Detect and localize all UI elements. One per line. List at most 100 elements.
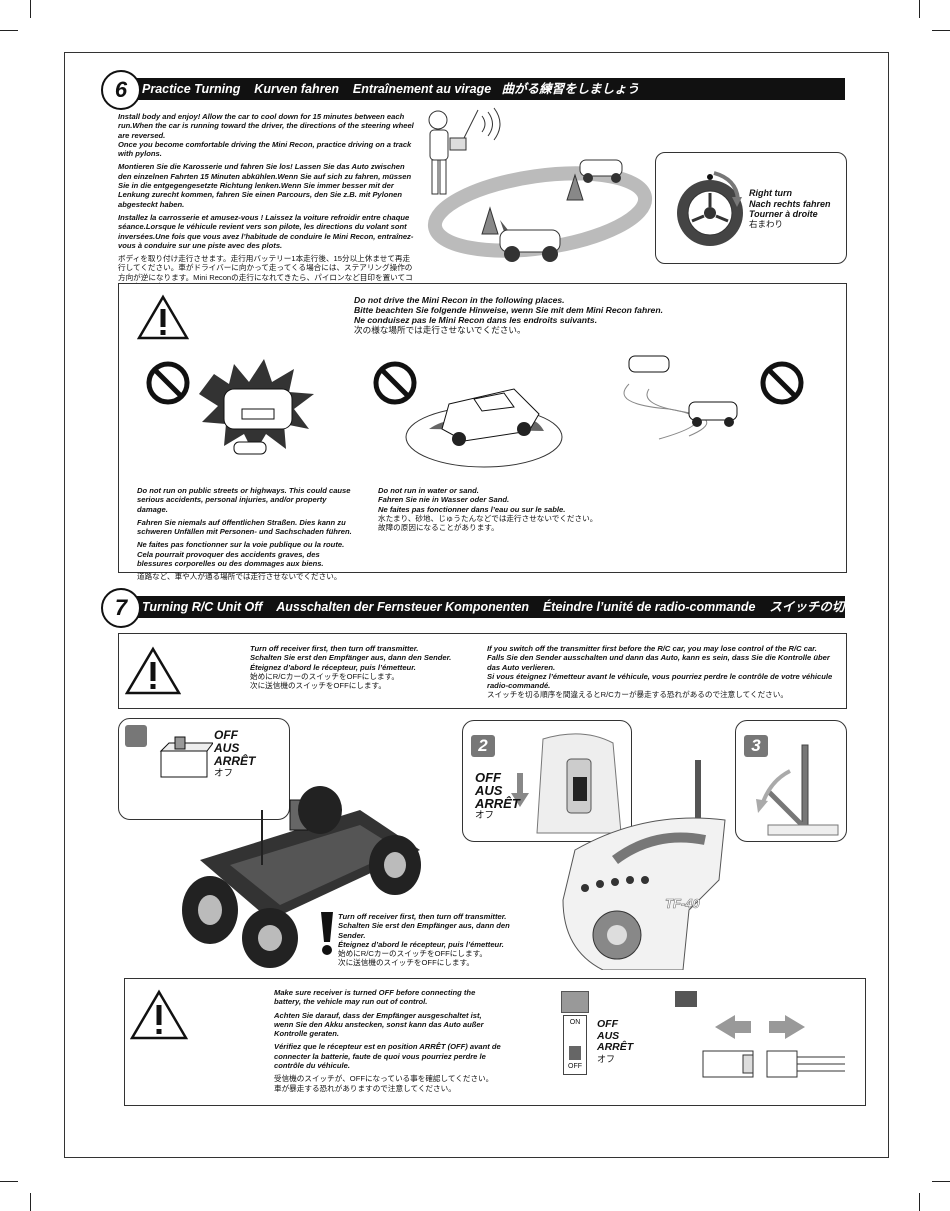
warning-triangle-icon (130, 989, 188, 1040)
warn2-right-de: Falls Sie den Sender ausschalten und dan… (487, 653, 830, 672)
car-icon (579, 159, 623, 183)
warning-triangle-icon (137, 294, 189, 340)
turn-label-de: Nach rechts fahren (749, 198, 831, 209)
steering-callout: Right turn Nach rechts fahren Tourner à … (655, 152, 847, 264)
warning-triangle-icon (125, 646, 181, 695)
section6-para-fr: Installez la carrosserie et amusez-vous … (118, 212, 414, 250)
section6-text: Install body and enjoy! Allow the car to… (118, 112, 416, 291)
warn3-off-de: AUS (597, 1029, 620, 1042)
step1-off-jp: オフ (214, 768, 234, 779)
step1-off-en: OFF (214, 728, 238, 742)
steering-wheel-icon (677, 171, 743, 246)
warn1-water-de: Fahren Sie nie in Wasser oder Sand. (378, 495, 510, 505)
antenna-collapse-icon (756, 744, 839, 836)
warn1-head-de: Bitte beachten Sie folgende Hinweise, we… (354, 305, 663, 315)
track-illustration (427, 107, 653, 262)
warn3-jp2: 車が暴走する恐れがありますので注意してください。 (274, 1083, 456, 1093)
prohibited-icon (146, 361, 190, 405)
sand-illustration (623, 355, 738, 440)
warn2-left-jp1: 始めにR/CカーのスイッチをOFFにします。 (250, 671, 399, 681)
warn1-street-jp: 道路など、車や人が通る場所では走行させないでください。 (137, 572, 342, 582)
warn3-jp1: 受信機のスイッチが、OFFになっている事を確認してください。 (274, 1074, 494, 1084)
section6-para-en: Install body and enjoy! Allow the car to… (118, 112, 414, 140)
chassis-illustration (182, 786, 421, 968)
section7-title-bar: Turning R/C Unit Off Ausschalten der Fer… (118, 596, 845, 618)
warn1-head-jp: 次の様な場所では走行させないでください。 (354, 325, 526, 335)
crop-mark (919, 1193, 920, 1211)
warning-box-order: Turn off receiver first, then turn off t… (118, 633, 847, 709)
switch-off-label: OFF (568, 1063, 582, 1070)
water-illustration (405, 388, 563, 468)
transmitter-model-label: TF-40 (665, 896, 700, 911)
turn-label-jp: 右まわり (749, 218, 784, 229)
warn1-water-fr: Ne faites pas fonctionner dans l’eau ou … (378, 504, 566, 514)
warn1-street-fr: Ne faites pas fonctionner sur la voie pu… (137, 540, 345, 569)
car-icon (499, 229, 561, 262)
section7-number: 7 (101, 588, 141, 628)
warn1-water-en: Do not run in water or sand. (378, 486, 479, 495)
mid-note-fr: Éteignez d’abord le récepteur, puis l’ém… (338, 939, 504, 949)
warn2-left-jp2: 次に送信機のスイッチをOFFにします。 (250, 681, 386, 691)
warn3-fr: Vérifiez que le récepteur est en positio… (274, 1042, 501, 1071)
warn2-right-fr: Si vous éteignez l’émetteur avant le véh… (487, 671, 833, 691)
receiver-switch: ON OFF (563, 1015, 587, 1075)
mid-note-de: Schalten Sie erst den Empfänger aus, dan… (338, 921, 510, 940)
section6-number: 6 (101, 70, 141, 110)
warn1-water-jp1: 水たまり、砂地、じゅうたんなどでは走行させないでください。 (378, 513, 598, 523)
step1-off-fr: ARRÊT (214, 754, 256, 768)
warn3-en: Make sure receiver is turned OFF before … (274, 988, 476, 1007)
step2-callout: 2 OFF AUS ARRÊT オフ (462, 720, 632, 842)
switch-on-label: ON (569, 1019, 581, 1026)
exclamation-icon (321, 912, 333, 955)
step3-badge: 3 (744, 735, 768, 757)
step2-off-de: AUS (475, 783, 503, 798)
warning-box-places: Do not drive the Mini Recon in the follo… (118, 283, 847, 581)
prohibited-icon (760, 361, 804, 405)
warn1-street-en: Do not run on public streets or highways… (137, 486, 351, 514)
transmitter-illustration: TF-40 (562, 760, 726, 970)
transmitter-switch-icon (511, 733, 622, 834)
street-crash-illustration (199, 359, 314, 455)
mid-note-en: Turn off receiver first, then turn off t… (338, 912, 507, 921)
warn2-right-en: If you switch off the transmitter first … (487, 644, 817, 653)
warn2-right-jp: スイッチを切る順序を間違えるとR/Cカーが暴走する恐れがあるので注意してください… (487, 690, 788, 700)
step2-badge: 2 (471, 735, 495, 757)
section6-title-bar: Practice Turning Kurven fahren Entraînem… (118, 78, 845, 100)
warn3-off-en: OFF (597, 1018, 618, 1030)
warn1-water-jp2: 故障の原因になることがあります。 (378, 523, 499, 533)
section6-para-en2: Once you become comfortable driving the … (118, 139, 412, 159)
warn3-off-jp: オフ (597, 1053, 616, 1064)
warn2-left-en: Turn off receiver first, then turn off t… (250, 644, 419, 653)
turn-label-fr: Tourner à droite (749, 209, 818, 219)
warn3-off-fr: ARRÊT (597, 1041, 634, 1053)
mid-note-jp2: 次に送信機のスイッチをOFFにします。 (338, 958, 474, 968)
crop-mark (932, 30, 950, 31)
receiver-switch-icon (159, 736, 213, 778)
step2-off-en: OFF (475, 770, 501, 785)
section6-title: Practice Turning Kurven fahren Entraînem… (142, 82, 640, 96)
driver-figure (428, 107, 501, 195)
crop-mark (0, 30, 18, 31)
battery-connector-icon (675, 991, 845, 1078)
warning-box-battery: Make sure receiver is turned OFF before … (124, 978, 866, 1106)
crop-mark (30, 0, 31, 18)
warn1-street-de: Fahren Sie niemals auf öffentlichen Stra… (137, 517, 352, 537)
step1-off-de: AUS (214, 741, 240, 755)
section6-para-de: Montieren Sie die Karosserie und fahren … (118, 162, 412, 209)
switch-slider (569, 1046, 581, 1060)
page-frame (64, 52, 889, 1158)
warn1-head-fr: Ne conduisez pas le Mini Recon dans les … (354, 315, 598, 325)
step2-off-fr: ARRÊT (475, 796, 520, 811)
warn1-head-en: Do not drive the Mini Recon in the follo… (354, 295, 565, 305)
section7-title: Turning R/C Unit Off Ausschalten der Fer… (142, 600, 845, 614)
switch-indicator-light (561, 991, 589, 1013)
step1-badge (125, 725, 147, 747)
warn2-left-fr: Éteignez d’abord le récepteur, puis l’ém… (250, 662, 416, 672)
crop-mark (30, 1193, 31, 1211)
turn-label-en: Right turn (749, 188, 792, 198)
crop-mark (932, 1181, 950, 1182)
warn3-de: Achten Sie darauf, dass der Empfänger au… (274, 1010, 484, 1039)
crop-mark (0, 1181, 18, 1182)
prohibited-icon (373, 361, 417, 405)
step1-callout: OFF AUS ARRÊT オフ (118, 718, 290, 820)
